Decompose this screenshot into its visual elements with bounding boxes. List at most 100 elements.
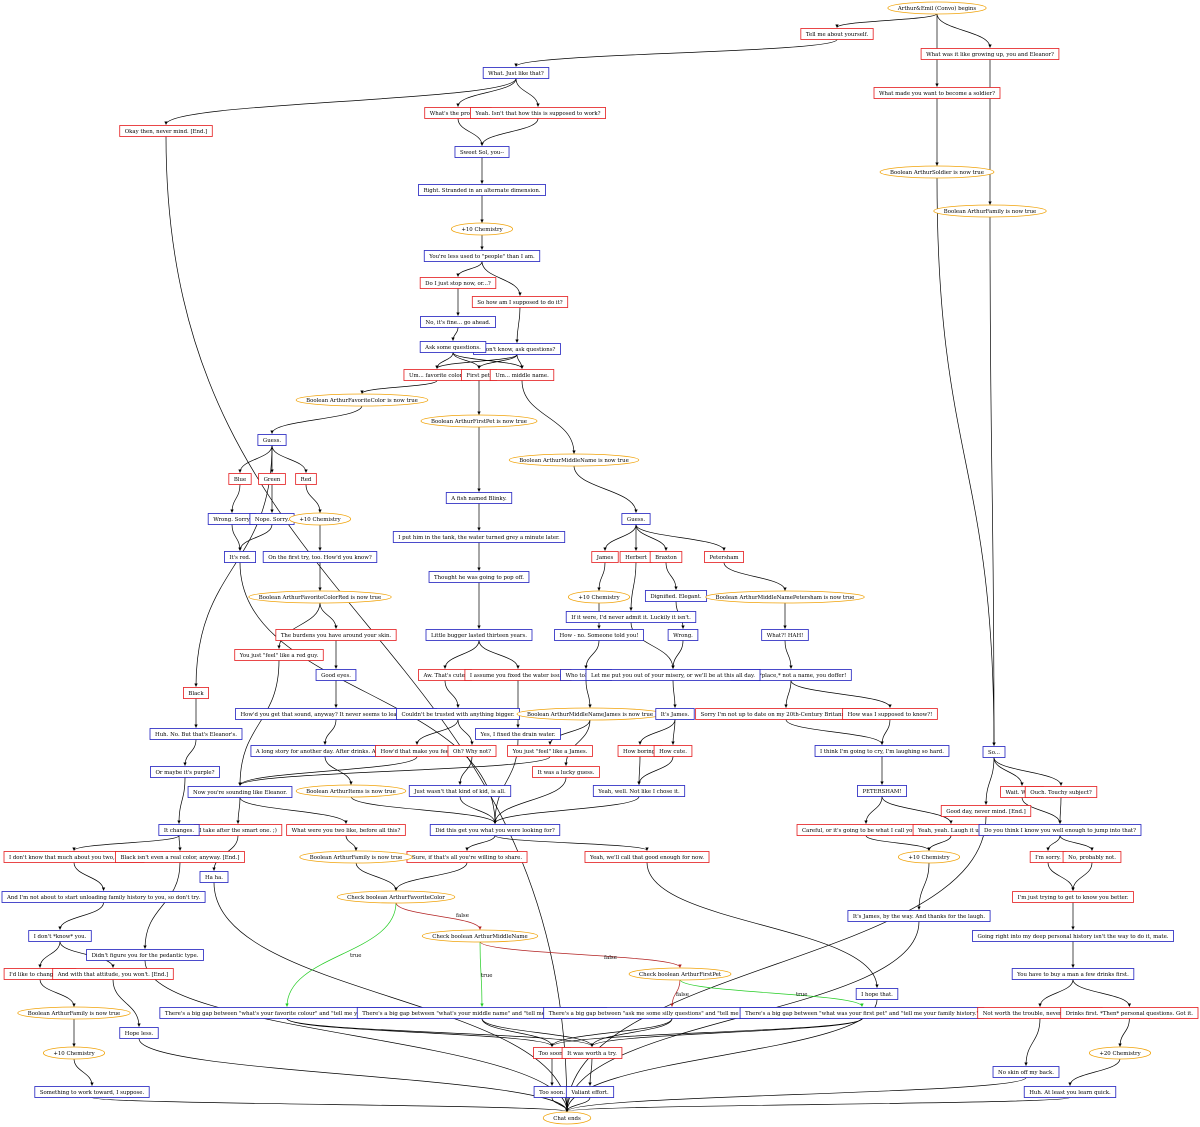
flow-edge bbox=[671, 640, 684, 669]
flow-edge bbox=[936, 177, 996, 746]
npc-node-shape bbox=[86, 949, 204, 961]
event-node: +10 Chemistry bbox=[450, 222, 514, 236]
player-node-shape bbox=[532, 766, 600, 778]
flow-edge bbox=[565, 1077, 1027, 1112]
npc-node-shape bbox=[855, 988, 899, 1000]
node-label: It's James, by the way. And thanks for t… bbox=[853, 914, 985, 920]
flow-edge bbox=[238, 756, 418, 786]
node-label: Check boolean ArthurFirstPet bbox=[639, 972, 722, 978]
npc-node: I don't *know* you. bbox=[28, 930, 92, 942]
npc-node: If it were, I'd never admit it. Luckily … bbox=[565, 611, 697, 623]
edge-label-false: false bbox=[604, 955, 617, 961]
flow-edge bbox=[72, 835, 180, 851]
node-label: I'd like to change that. bbox=[9, 972, 71, 978]
node-label: It's red. bbox=[229, 555, 250, 561]
flow-edge bbox=[73, 1058, 94, 1086]
player-node-shape bbox=[286, 824, 406, 836]
player-node: How cute. bbox=[653, 745, 693, 757]
node-label: Did this get you what you were looking f… bbox=[435, 828, 555, 834]
player-node-shape bbox=[52, 968, 174, 980]
flow-edge bbox=[865, 835, 931, 851]
npc-node-shape bbox=[119, 1027, 159, 1039]
npc-node-shape bbox=[392, 531, 566, 543]
npc-node: Didn't figure you for the pedantic type. bbox=[86, 949, 204, 961]
flow-edge bbox=[564, 719, 591, 766]
player-node-shape bbox=[1012, 891, 1134, 903]
edge-label-false: false bbox=[676, 992, 689, 998]
player-node-shape bbox=[591, 551, 619, 563]
npc-node-shape bbox=[978, 824, 1142, 836]
player-node-shape bbox=[275, 629, 397, 641]
event-node-shape bbox=[421, 929, 539, 943]
flow-edge bbox=[112, 979, 141, 1027]
node-label: Boolean ArthurFavoriteColor is now true bbox=[306, 398, 418, 404]
npc-node: Good eyes. bbox=[315, 669, 357, 681]
node-label: Nope. Sorry. bbox=[255, 517, 289, 523]
event-node-shape bbox=[1088, 1046, 1152, 1060]
node-label: Or maybe it's purple? bbox=[155, 770, 214, 776]
node-label: Guess. bbox=[627, 517, 646, 523]
flow-edge bbox=[213, 882, 569, 1112]
player-node-shape bbox=[507, 745, 593, 757]
player-node: What made you want to become a soldier? bbox=[873, 87, 1001, 99]
player-node: No, probably not. bbox=[1062, 851, 1122, 863]
flow-edge bbox=[629, 562, 637, 611]
node-label: Yeah, we'll call that good enough for no… bbox=[589, 855, 704, 861]
npc-node: Huh. At least you learn quick. bbox=[1023, 1086, 1117, 1098]
npc-node: Ha ha. bbox=[199, 871, 229, 883]
flow-edge bbox=[1038, 979, 1074, 1007]
flow-edge bbox=[1024, 1018, 1041, 1066]
player-node-shape bbox=[228, 473, 252, 485]
player-node: Blue bbox=[228, 473, 252, 485]
flow-edge bbox=[927, 835, 952, 851]
event-node-shape bbox=[336, 890, 456, 904]
flow-edge bbox=[516, 354, 524, 369]
node-label: What's the problem? bbox=[430, 111, 487, 117]
flow-edge bbox=[144, 960, 569, 1112]
node-label: Herbert bbox=[625, 555, 648, 561]
flow-edge bbox=[590, 1018, 863, 1047]
npc-node: And I'm not about to start unloading fam… bbox=[1, 891, 206, 903]
event-node-shape bbox=[567, 590, 631, 604]
node-label: Going right into my deep personal histor… bbox=[978, 934, 1169, 940]
npc-node-shape bbox=[761, 629, 809, 641]
npc-node: Couldn't be trusted with anything bigger… bbox=[396, 708, 520, 720]
player-node: It was worth a try. bbox=[561, 1047, 623, 1059]
flow-edge bbox=[993, 757, 1024, 786]
node-label: I don't *know* you. bbox=[34, 934, 87, 940]
event-node-shape bbox=[542, 1111, 592, 1125]
flow-edge bbox=[573, 465, 638, 513]
flow-edge bbox=[790, 680, 892, 708]
flow-edge bbox=[286, 1018, 594, 1047]
node-label: I put him in the tank, the water turned … bbox=[398, 535, 560, 541]
node-label: Ask some questions. bbox=[424, 345, 481, 351]
node-label: No skin off my back. bbox=[998, 1070, 1054, 1076]
edge-layer bbox=[38, 13, 1132, 1112]
npc-node-shape bbox=[982, 746, 1006, 758]
flow-edge bbox=[435, 352, 454, 369]
node-label: Boolean ArthurMiddleNameJames is now tru… bbox=[527, 712, 653, 718]
player-node: What was it like growing up, you and Ele… bbox=[920, 48, 1060, 60]
npc-node-shape bbox=[419, 341, 487, 353]
event-node-shape bbox=[248, 590, 392, 604]
event-node-shape bbox=[17, 1006, 131, 1020]
flow-edge bbox=[550, 1018, 863, 1047]
flow-edge bbox=[456, 78, 517, 107]
player-node: Okay then, never mind. [End.] bbox=[119, 125, 213, 137]
node-label: How cute. bbox=[659, 749, 687, 755]
node-label: Good eyes. bbox=[321, 673, 351, 679]
player-node: Oh? Why not? bbox=[447, 745, 497, 757]
flow-edge bbox=[493, 796, 640, 824]
flow-edge bbox=[360, 380, 438, 394]
flow-edge bbox=[444, 680, 460, 708]
player-node: Do I just stop now, or...? bbox=[419, 277, 497, 289]
node-label: Too soon? bbox=[539, 1051, 566, 1057]
player-node-shape bbox=[1060, 1007, 1199, 1019]
node-label: Now you're sounding like Eleanor. bbox=[193, 790, 287, 796]
player-node: Yeah, we'll call that good enough for no… bbox=[584, 851, 710, 863]
npc-node: Little bugger lasted thirteen years. bbox=[425, 629, 533, 641]
node-label: There's a big gap between "what was your… bbox=[745, 1011, 979, 1017]
event-node: Chat ends bbox=[542, 1111, 592, 1125]
flow-edge bbox=[286, 1018, 554, 1047]
player-node: Black isn't even a real color, anyway. [… bbox=[115, 851, 245, 863]
